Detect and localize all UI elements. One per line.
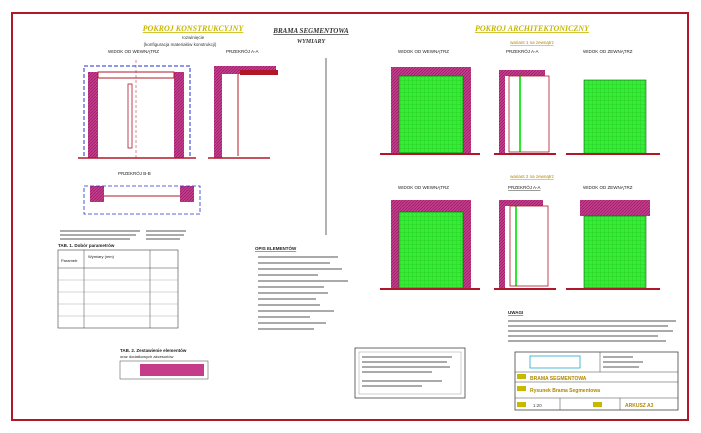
left-jamb-right <box>174 72 184 158</box>
right-subtitle-1: wariant 1 na zewnątrz <box>510 40 555 45</box>
titleblock-scale: 1:20 <box>533 403 542 408</box>
table2-highlight <box>140 364 204 376</box>
left-section: POKROJ KONSTRUKCYJNY rozwinięcie (konfig… <box>57 24 278 380</box>
table1 <box>57 249 179 329</box>
right-view-1: WIDOK OD WEWNĄTRZ <box>398 49 449 54</box>
right-title: POKROJ ARCHITEKTONICZNY <box>475 24 590 33</box>
right-sec-frame-upper <box>508 75 550 153</box>
table2-subtitle: oraz dodatkowych akcesoriów <box>120 354 173 359</box>
table2-frame <box>119 360 209 380</box>
right-sec-head-lower <box>499 200 543 206</box>
titleblock-sheet: ARKUSZ A3 <box>625 403 654 409</box>
left-sec-motor <box>240 70 278 75</box>
center-title: BRAMA SEGMENTOWA <box>272 27 349 35</box>
right-panel-outer-lower <box>583 215 647 289</box>
right-section: POKROJ ARCHITEKTONICZNY wariant 1 na zew… <box>354 24 679 411</box>
right-subtitle-2: wariant 2 na zewnątrz <box>510 174 555 179</box>
left-view-label: WIDOK OD WEWNĄTRZ <box>108 49 159 54</box>
right-notes-title: UWAGI <box>508 310 523 315</box>
left-sec-wall <box>214 74 222 158</box>
center-subtitle: WYMIARY <box>297 39 327 45</box>
left-notes <box>60 230 186 240</box>
table1-col2: Wymiary (mm) <box>88 254 115 259</box>
right-view-2: WIDOK OD ZEWNĄTRZ <box>583 49 633 54</box>
legend-lines <box>258 256 348 330</box>
left-secbb-left <box>90 186 104 202</box>
left-subtitle-2: (konfiguracja materiałów konstrukcji) <box>144 42 217 47</box>
right-sec-wall-upper <box>499 73 505 154</box>
center-section: BRAMA SEGMENTOWA WYMIARY OPIS ELEMENTÓW <box>255 27 349 330</box>
table1-col1: Parametr <box>61 258 78 263</box>
title-block <box>514 351 679 411</box>
right-notes <box>508 320 676 342</box>
right-sec-wall-lower <box>499 202 505 288</box>
right-sec-frame-lower <box>509 205 549 287</box>
left-opening-outline <box>83 65 191 159</box>
left-section-label-1: PRZEKRÓJ A-A <box>226 48 259 54</box>
right-view-3: WIDOK OD WEWNĄTRZ <box>398 185 449 190</box>
right-panel-lower <box>398 211 464 289</box>
left-track <box>127 83 133 149</box>
right-panel-upper <box>398 75 464 154</box>
right-panel-outer-upper <box>583 79 647 155</box>
right-section-label-2: PRZEKRÓJ A-A <box>508 184 541 190</box>
table2-title: TAB. 2. Zestawienie elementów <box>120 348 187 353</box>
right-sec-head-upper <box>499 70 545 76</box>
right-wall-outer-lower <box>580 200 650 216</box>
left-secbb-right <box>180 186 194 202</box>
left-subtitle-1: rozwinięcie <box>182 35 205 40</box>
legend-title: OPIS ELEMENTÓW <box>255 244 297 251</box>
stamp-box <box>354 347 466 399</box>
table1-title: TAB. 1. Dobór parametrów <box>58 243 115 248</box>
titleblock-project: BRAMA SEGMENTOWA <box>530 376 587 382</box>
left-section-label-2: PRZEKRÓJ B-B <box>118 170 151 176</box>
left-jamb-left <box>88 72 98 158</box>
right-view-4: WIDOK OD ZEWNĄTRZ <box>583 185 633 190</box>
left-secbb-outline <box>83 185 201 215</box>
right-section-label-1: PRZEKRÓJ A-A <box>506 48 539 54</box>
titleblock-drawing: Rysunek Brama Segmentowa <box>530 388 600 394</box>
left-title: POKROJ KONSTRUKCYJNY <box>143 24 245 33</box>
